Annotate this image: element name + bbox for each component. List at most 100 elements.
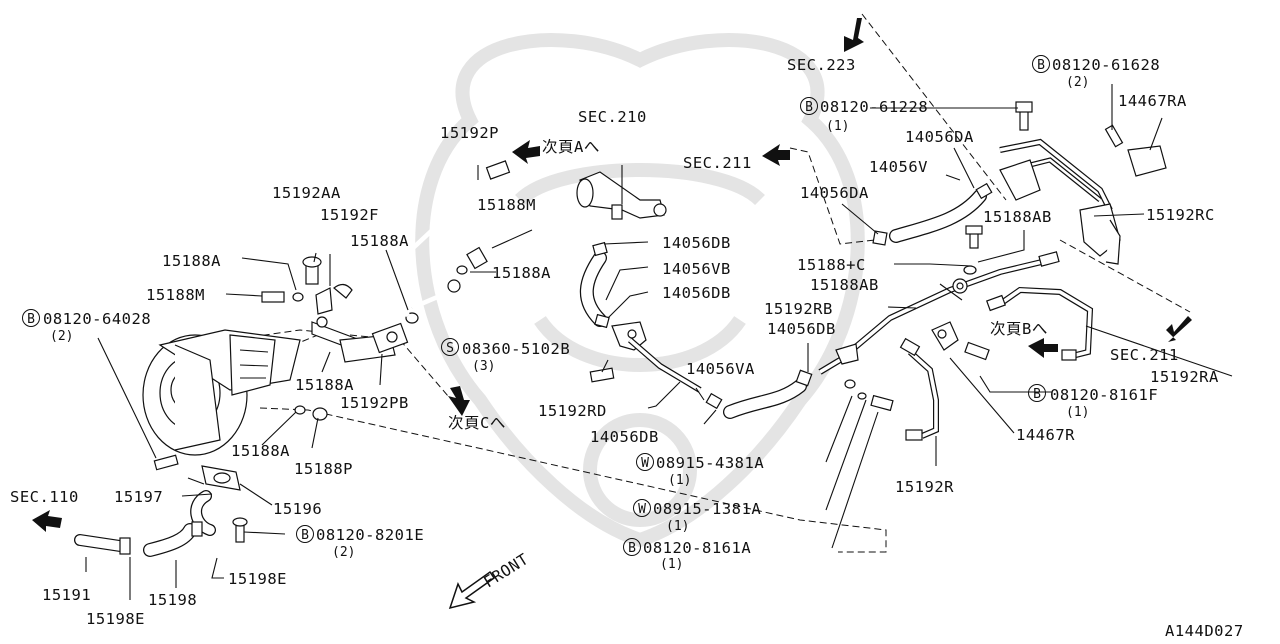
label-15192RA: 15192RA (1150, 368, 1219, 386)
turbocharger (142, 329, 301, 456)
arrow-sec211-top-icon (762, 144, 790, 166)
label-14056VA: 14056VA (686, 360, 755, 378)
qty-08360-5102B: (3) (472, 359, 495, 374)
label-15188P: 15188P (294, 460, 353, 478)
label-14056V: 14056V (869, 158, 928, 176)
label-08360-5102B: 08360-5102B (462, 340, 570, 358)
leader-lines (85, 84, 1233, 600)
part-labels: SEC.223 08120-61628 (2) 14467RA 08120-61… (10, 56, 1244, 640)
label-page-b: 次頁Bへ (990, 320, 1048, 338)
direction-arrows (32, 18, 1192, 610)
label-front: FRONT (481, 550, 532, 591)
water-pipe-15192RD (611, 321, 702, 393)
label-15188M-left: 15188M (146, 286, 205, 304)
label-08120-61228: 08120-61228 (820, 98, 928, 116)
label-15192RC: 15192RC (1146, 206, 1215, 224)
label-15192RB: 15192RB (764, 300, 833, 318)
watermark-emblem (415, 33, 865, 548)
washer-badge: W (633, 499, 651, 517)
arrow-sec223-icon (844, 18, 864, 52)
label-14056VB: 14056VB (662, 260, 731, 278)
label-15197: 15197 (114, 488, 163, 506)
label-15188A-mid: 15188A (295, 376, 354, 394)
qty-08915-4381A: (1) (668, 473, 691, 488)
label-15188A-low: 15188A (231, 442, 290, 460)
label-15198E-right: 15198E (228, 570, 287, 588)
label-15192F: 15192F (320, 206, 379, 224)
label-15188C: 15188+C (797, 256, 866, 274)
svg-text:B: B (805, 100, 813, 115)
qty-08120-61228: (1) (826, 119, 849, 134)
label-15192RD: 15192RD (538, 402, 607, 420)
label-08120-8161F: 08120-8161F (1050, 386, 1158, 404)
label-15188AB-top: 15188AB (983, 208, 1052, 226)
label-08915-1381A: 08915-1381A (653, 500, 761, 518)
label-15188A-top: 15188A (350, 232, 409, 250)
arrow-sec110-icon (32, 510, 62, 532)
qty-08120-64028: (2) (50, 329, 73, 344)
label-page-a: 次頁Aへ (542, 138, 600, 156)
arrow-page-c-icon (448, 386, 470, 416)
badges: B B B S B W W B B (22, 55, 1050, 556)
oil-drain-assembly (74, 367, 615, 557)
water-hose-14056VB (579, 241, 610, 329)
label-14056DB-2: 14056DB (662, 284, 731, 302)
svg-text:S: S (446, 341, 454, 356)
label-15198: 15198 (148, 591, 197, 609)
oil-pipe-15192P (395, 160, 511, 318)
label-15192R: 15192R (895, 478, 954, 496)
label-sec110: SEC.110 (10, 488, 79, 506)
bolt-badge: B (296, 525, 314, 543)
label-15191: 15191 (42, 586, 91, 604)
arrow-page-b-icon (1028, 338, 1058, 358)
qty-08120-8161A: (1) (660, 557, 683, 572)
water-pipe-15192RA (986, 286, 1094, 361)
screw-badge: S (441, 338, 459, 356)
arrow-sec211-right-icon (1166, 316, 1192, 342)
label-08120-8161A: 08120-8161A (643, 539, 751, 557)
water-pipe-15192RC (965, 101, 1167, 265)
label-14056DB-bottom: 14056DB (590, 428, 659, 446)
label-15188A-left: 15188A (162, 252, 221, 270)
svg-text:W: W (638, 502, 646, 517)
label-08120-8201E: 08120-8201E (316, 526, 424, 544)
label-15188AB-mid: 15188AB (810, 276, 879, 294)
diagram-code: A144D027 (1165, 622, 1244, 639)
label-15188A-right: 15188A (492, 264, 551, 282)
label-15188M-top: 15188M (477, 196, 536, 214)
water-hose-14056V (872, 182, 993, 246)
label-14056DB-right: 14056DB (767, 320, 836, 338)
label-sec211-top: SEC.211 (683, 154, 752, 172)
label-sec211-right: SEC.211 (1110, 346, 1179, 364)
bolt-badge: B (22, 309, 40, 327)
label-14056DA-mid: 14056DA (800, 184, 869, 202)
label-15192PB: 15192PB (340, 394, 409, 412)
arrow-page-a-icon (512, 140, 540, 164)
svg-text:B: B (27, 312, 35, 327)
water-pipe-15192RB (818, 251, 1060, 412)
label-15192P: 15192P (440, 124, 499, 142)
svg-text:B: B (301, 528, 309, 543)
bolt-badge: B (800, 97, 818, 115)
label-sec223: SEC.223 (787, 56, 856, 74)
qty-08915-1381A: (1) (666, 519, 689, 534)
label-08120-64028: 08120-64028 (43, 310, 151, 328)
label-15196: 15196 (273, 500, 322, 518)
label-15192AA: 15192AA (272, 184, 341, 202)
banjo-fitting-block (261, 256, 419, 363)
svg-text:B: B (628, 541, 636, 556)
water-pipe-15192R (899, 321, 990, 441)
bolt-badge: B (1032, 55, 1050, 73)
bolt-badge: B (1028, 384, 1046, 402)
label-15198E-bottom: 15198E (86, 610, 145, 628)
water-hose-14056VA (705, 369, 813, 419)
svg-text:W: W (641, 456, 649, 471)
label-sec210: SEC.210 (578, 108, 647, 126)
label-14056DA-top: 14056DA (905, 128, 974, 146)
label-08915-4381A: 08915-4381A (656, 454, 764, 472)
svg-text:B: B (1037, 58, 1045, 73)
qty-08120-8161F: (1) (1066, 405, 1089, 420)
bolt-badge: B (623, 538, 641, 556)
